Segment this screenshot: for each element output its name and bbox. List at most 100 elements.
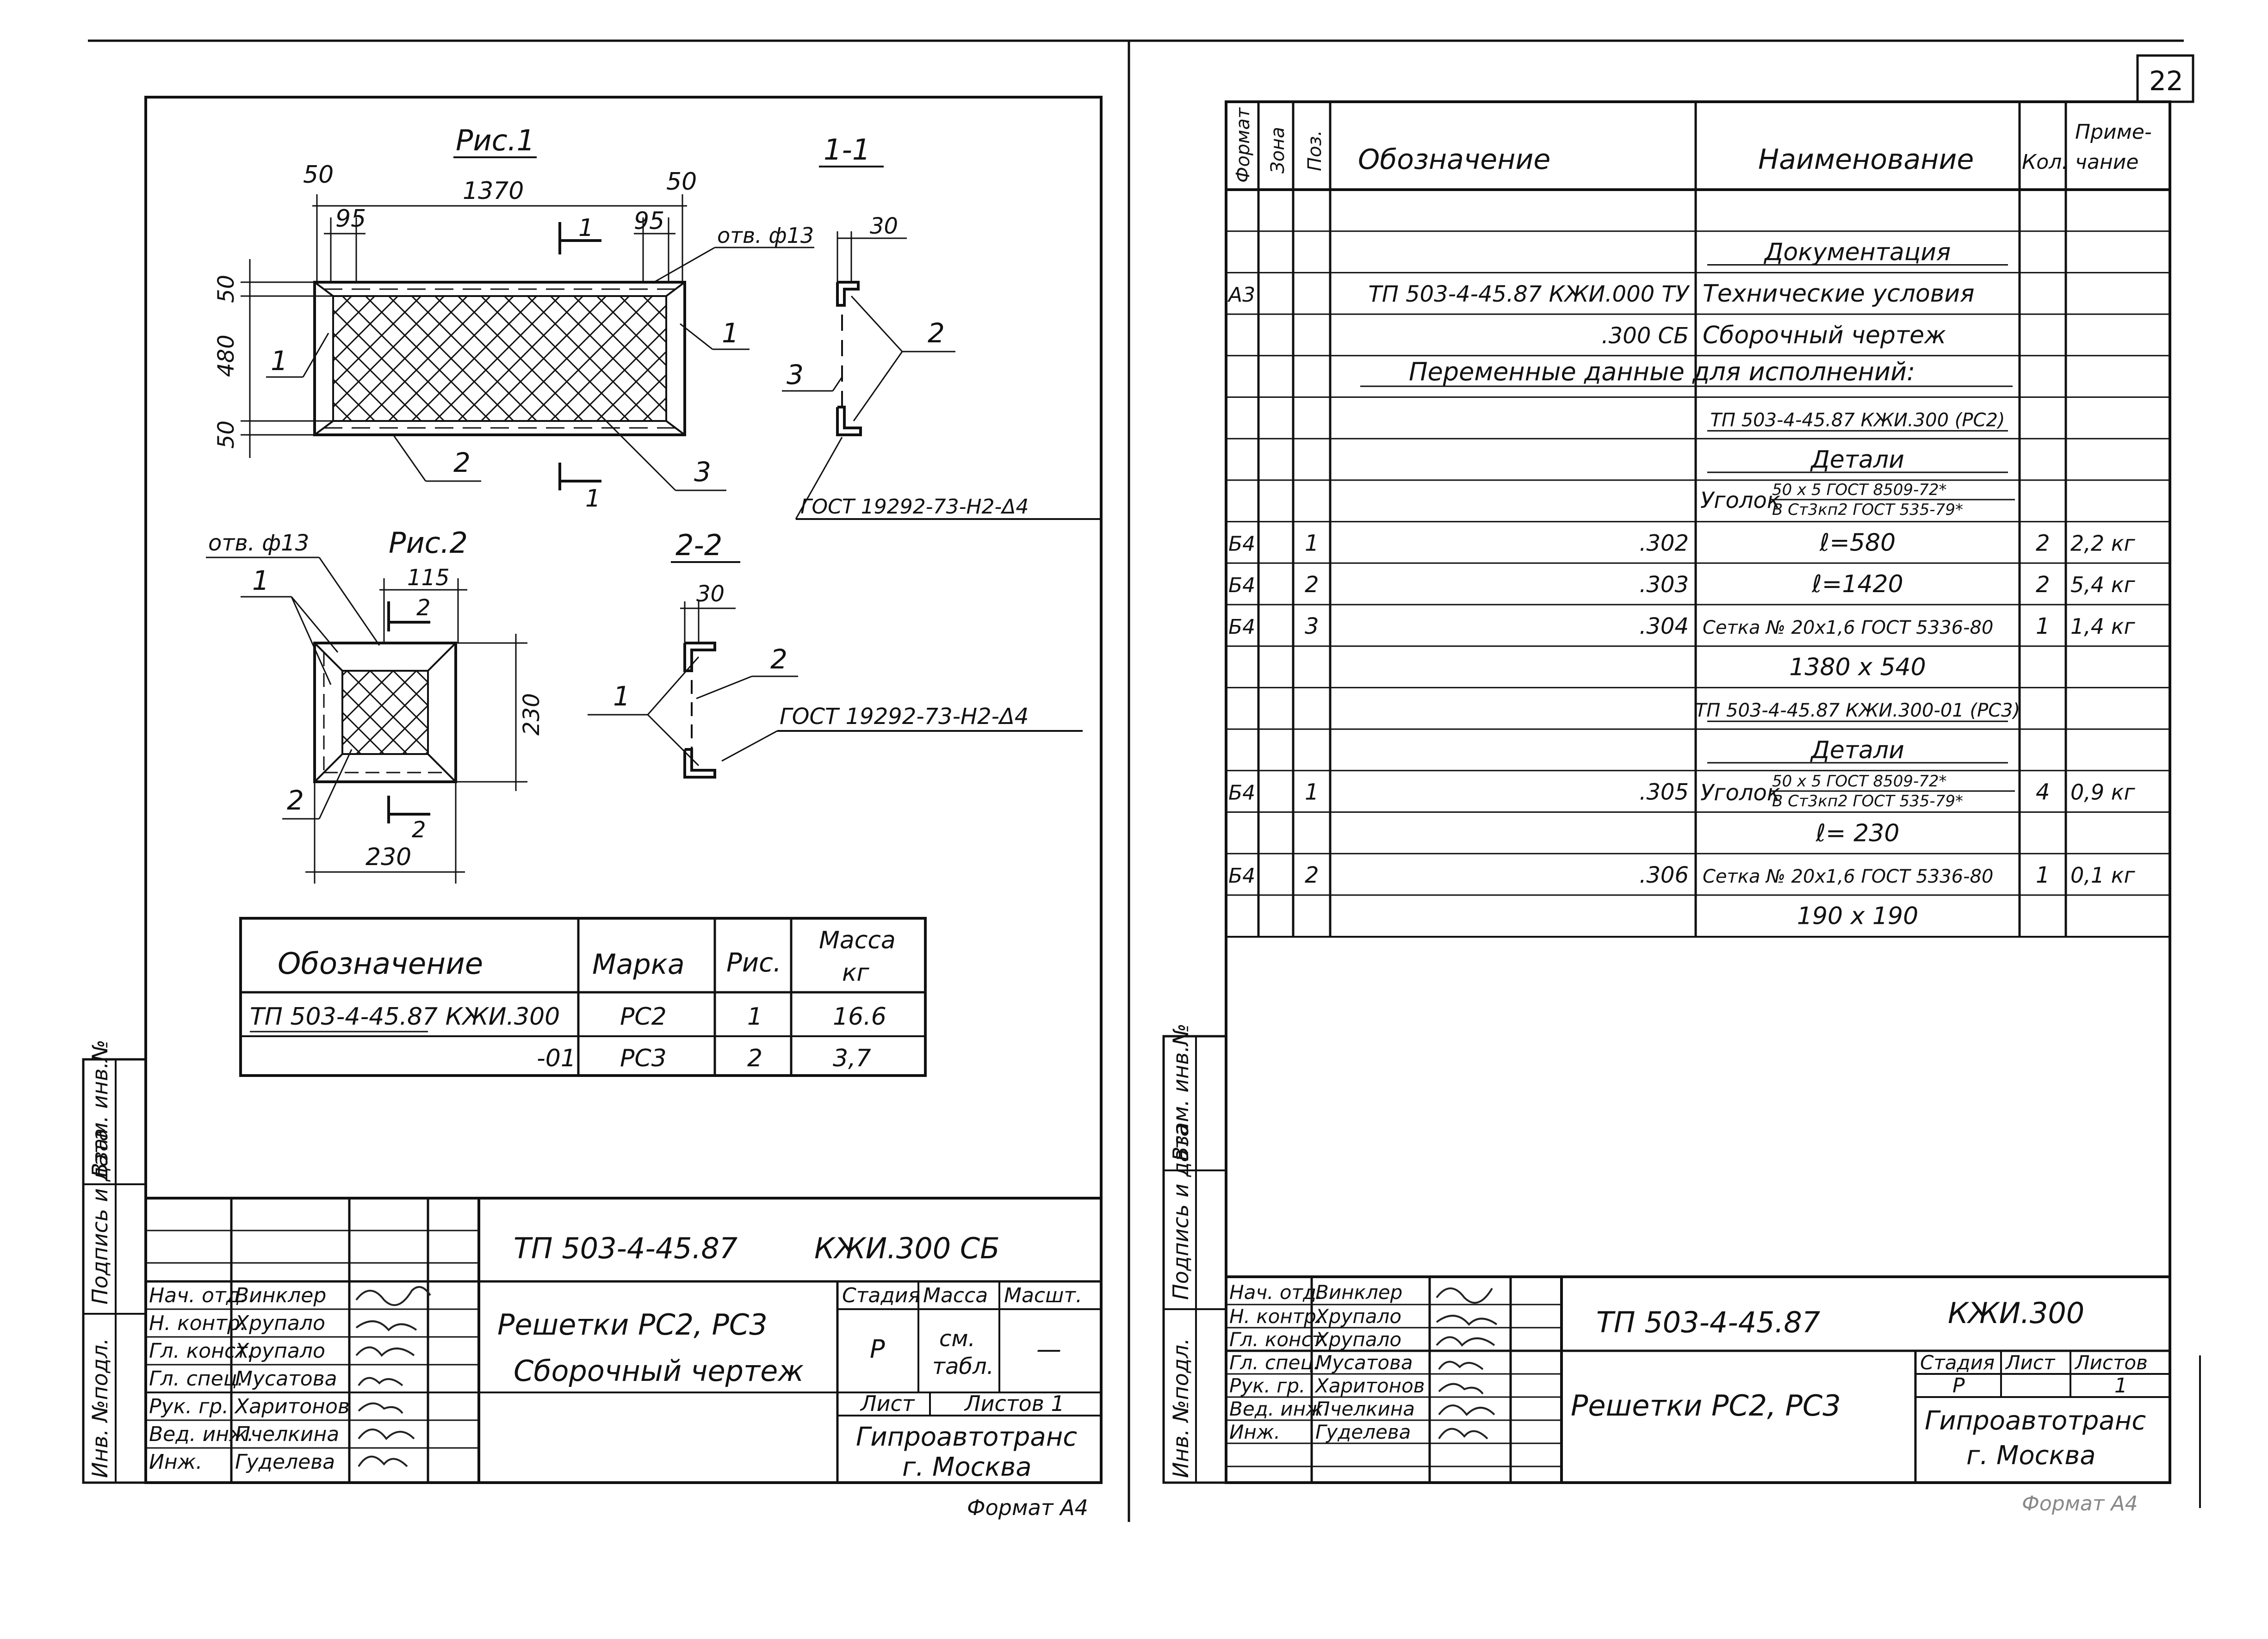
right-tb-doc-code: ТП 503-4-45.87 <box>1596 1305 1820 1339</box>
svg-text:Вед. инж.: Вед. инж. <box>149 1423 254 1446</box>
spec-row-2-oboz: ТП 503-4-45.87 КЖИ.000 ТУ <box>1368 281 1690 307</box>
spec-row-6-naim: Детали <box>1810 446 1904 474</box>
left-side-box <box>82 1058 147 1484</box>
signature-scribble <box>1436 1315 1498 1326</box>
svg-text:30: 30 <box>870 213 898 239</box>
right-side-box <box>1162 1035 1227 1484</box>
right-side-vzam: Взам. инв.№ <box>1168 1023 1193 1161</box>
svg-text:Листов: Листов <box>2074 1351 2148 1374</box>
svg-text:Рук. гр.: Рук. гр. <box>149 1395 229 1418</box>
left-frame <box>144 96 1103 1484</box>
svg-text:2: 2 <box>928 317 945 349</box>
signature-scribble <box>358 1455 408 1467</box>
spec-h-poz: Поз. <box>1304 130 1326 171</box>
signature-scribble <box>1438 1361 1484 1370</box>
svg-text:Уголок: Уголок <box>1700 780 1780 806</box>
left-side-vzam: Взам. инв.№ <box>87 1039 112 1177</box>
svg-text:2: 2 <box>287 785 304 816</box>
spec-table: Формат Зона Поз. Обозначение Наименовани… <box>1226 102 2170 938</box>
svg-text:1: 1 <box>585 485 601 513</box>
svg-text:Хрупало: Хрупало <box>234 1311 325 1335</box>
spec-h-prim2: чание <box>2075 150 2138 174</box>
spec-row-9-kol: 2 <box>2036 572 2050 598</box>
svg-text:50 х 5 ГОСТ 8509-72*: 50 х 5 ГОСТ 8509-72* <box>1772 481 1947 499</box>
spec-row-9-poz: 2 <box>1305 572 1319 598</box>
right-tb-title: Решетки РС2, РС3 <box>1571 1389 1841 1423</box>
svg-text:Рук. гр.: Рук. гр. <box>1229 1374 1305 1397</box>
sec11-gost: ГОСТ 19292-73-Н2-Δ4 <box>800 495 1029 519</box>
spec-row-16-poz: 2 <box>1305 862 1319 888</box>
left-tb-title2: Сборочный чертеж <box>514 1354 804 1388</box>
svg-text:Гл. спец.: Гл. спец. <box>149 1367 244 1391</box>
spec-row-10-naim: Сетка № 20х1,6 ГОСТ 5336-80 <box>1703 617 1993 638</box>
right-tb-org2: г. Москва <box>1966 1441 2096 1471</box>
svg-text:1: 1 <box>578 214 594 242</box>
svg-text:Хрупало: Хрупало <box>234 1339 325 1363</box>
format-note-left: Формат А4 <box>967 1495 1088 1520</box>
svg-text:Масшт.: Масшт. <box>1004 1284 1082 1307</box>
svg-text:2: 2 <box>453 447 471 478</box>
spec-row-10-prim: 1,4 кг <box>2070 614 2136 639</box>
ugolok-2: Уголок 50 х 5 ГОСТ 8509-72* В Ст3кп2 ГОС… <box>1700 772 2015 810</box>
svg-text:1: 1 <box>722 317 739 349</box>
mass-table-h-marka: Марка <box>592 948 685 981</box>
svg-text:Хрупало: Хрупало <box>1314 1328 1401 1351</box>
left-tb-org1: Гипроавтотранс <box>856 1422 1077 1452</box>
spec-row-14-poz: 1 <box>1305 779 1319 805</box>
right-frame <box>1225 100 2171 1484</box>
svg-text:Пчелкина: Пчелкина <box>235 1423 339 1446</box>
svg-text:2: 2 <box>770 643 787 675</box>
svg-text:Н. контр.: Н. контр. <box>1229 1305 1322 1328</box>
svg-text:230: 230 <box>519 693 545 736</box>
fig1-frame <box>313 281 686 436</box>
spec-row-8-oboz: .302 <box>1639 530 1689 556</box>
spec-row-8-poz: 1 <box>1305 530 1319 556</box>
svg-text:Гуделева: Гуделева <box>1315 1421 1411 1443</box>
left-tb-doc-mark: КЖИ.300 СБ <box>814 1231 1000 1265</box>
spec-h-format: Формат <box>1233 107 1254 183</box>
mass-row-1-marka: РС3 <box>620 1045 667 1072</box>
signature-scribble <box>355 1320 417 1331</box>
svg-text:Харитонов: Харитонов <box>234 1395 350 1418</box>
svg-text:480: 480 <box>213 334 239 377</box>
svg-text:50 х 5 ГОСТ 8509-72*: 50 х 5 ГОСТ 8509-72* <box>1772 772 1947 791</box>
svg-text:Стадия: Стадия <box>1920 1351 1995 1374</box>
svg-text:В Ст3кп2 ГОСТ 535-79*: В Ст3кп2 ГОСТ 535-79* <box>1772 792 1963 810</box>
left-side-podp: Подпись и дата <box>87 1128 112 1305</box>
signature-scribble <box>358 1377 403 1386</box>
svg-text:Листов 1: Листов 1 <box>964 1391 1065 1416</box>
left-tb-title1: Решетки РС2, РС3 <box>497 1308 768 1342</box>
svg-text:Винклер: Винклер <box>1315 1281 1402 1304</box>
right-tb-doc-mark: КЖИ.300 <box>1948 1296 2084 1330</box>
mass-table: Обозначение Марка Рис. Масса кг ТП 503-4… <box>239 917 927 1077</box>
signature-scribble <box>1436 1336 1495 1347</box>
spec-row-11-naim: 1380 х 540 <box>1789 653 1926 681</box>
svg-text:Инж.: Инж. <box>1229 1421 1280 1443</box>
svg-text:Винклер: Винклер <box>235 1284 326 1307</box>
mass-row-0-ris: 1 <box>747 1003 762 1031</box>
spec-h-prim1: Приме- <box>2075 120 2152 144</box>
svg-text:Гуделева: Гуделева <box>235 1450 335 1474</box>
svg-text:230: 230 <box>366 843 411 871</box>
svg-text:В Ст3кп2 ГОСТ 535-79*: В Ст3кп2 ГОСТ 535-79* <box>1772 501 1963 519</box>
signature-scribble <box>1438 1383 1484 1395</box>
spec-row-15-naim: ℓ= 230 <box>1816 819 1900 847</box>
svg-text:Р: Р <box>1952 1374 1965 1398</box>
spec-row-13-naim: Детали <box>1810 736 1904 764</box>
spec-row-2-format: А3 <box>1227 283 1255 307</box>
signature-scribble <box>1438 1428 1488 1440</box>
svg-text:табл.: табл. <box>932 1354 994 1379</box>
svg-text:Мусатова: Мусатова <box>1315 1351 1413 1374</box>
spec-row-10-kol: 1 <box>2036 613 2050 639</box>
svg-text:2: 2 <box>412 817 426 843</box>
svg-text:50: 50 <box>213 421 239 449</box>
signature-scribble <box>358 1429 415 1441</box>
spec-row-14-prim: 0,9 кг <box>2070 780 2136 805</box>
spec-row-9-oboz: .303 <box>1639 572 1689 598</box>
svg-text:Гл. конст.: Гл. конст. <box>149 1339 254 1363</box>
sec22-title: 2-2 <box>675 528 722 562</box>
spec-row-9-format: Б4 <box>1228 574 1255 597</box>
svg-text:1: 1 <box>613 680 630 712</box>
